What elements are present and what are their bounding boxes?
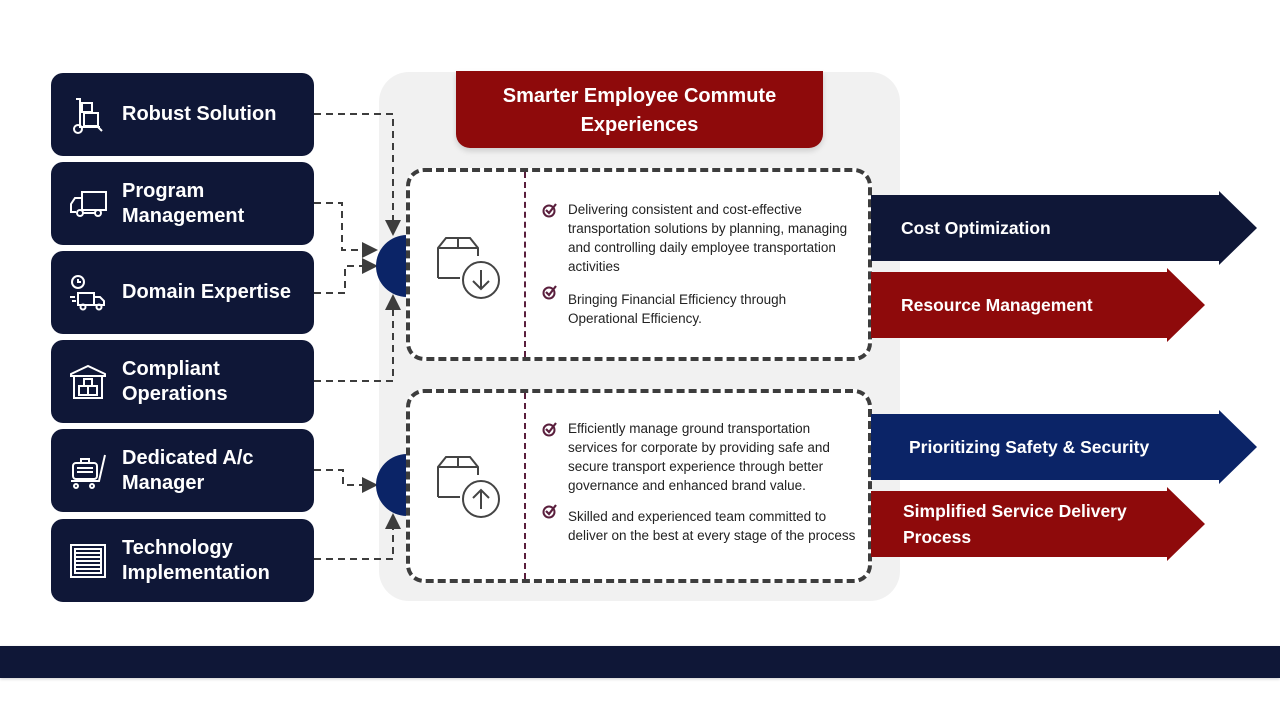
card-divider [524,172,526,357]
outcome-service-delivery: Simplified Service Delivery Process [871,487,1205,561]
card-divider [524,393,526,579]
outcome-label: Cost Optimization [901,218,1051,238]
fast-delivery-clock-icon [70,274,105,310]
check-circle-icon [542,203,557,218]
item-compliant-operations: Compliant Operations [51,340,314,423]
diagram-title: Smarter Employee Commute Experiences [456,71,823,148]
arrow-shape [871,410,1257,484]
item-program-management: Program Management [51,162,314,245]
outcome-safety-security: Prioritizing Safety & Security [871,410,1257,484]
check-circle-icon [542,285,557,300]
item-label: Domain Expertise [122,281,291,303]
item-domain-expertise: Domain Expertise [51,251,314,334]
item-label: Program Management [122,179,245,227]
delivery-truck-icon [70,190,107,217]
bullet-list: Delivering consistent and cost-effective… [542,200,858,334]
item-technology-implementation: Technology Implementation [51,519,314,602]
bullet-item: Bringing Financial Efficiency through Op… [542,282,858,328]
bullet-text: Delivering consistent and cost-effective… [568,202,848,274]
arrow-shape [871,191,1257,265]
bullet-item: Efficiently manage ground transportation… [542,419,858,495]
connector-dedicated-manager [314,469,378,493]
outcome-label: Prioritizing Safety & Security [909,437,1150,457]
bullet-text: Bringing Financial Efficiency through Op… [568,292,787,326]
connector-program-management [314,202,378,258]
card-cost-resource: Delivering consistent and cost-effective… [406,168,872,361]
luggage-cart-icon [71,454,106,489]
item-robust-solution: Robust Solution [51,73,314,156]
bullet-item: Skilled and experienced team committed t… [542,501,858,545]
bullet-text: Efficiently manage ground transportation… [568,421,830,493]
outcome-label: Simplified Service Delivery Process [903,501,1127,547]
hand-truck-icon [73,97,103,134]
footer-bar [0,646,1280,678]
crate-icon [70,543,106,578]
bullet-text: Skilled and experienced team committed t… [568,509,856,543]
item-dedicated-manager: Dedicated A/c Manager [51,429,314,512]
item-label: Dedicated A/c Manager [122,446,254,494]
item-label: Robust Solution [122,103,277,125]
outcome-label: Resource Management [901,295,1093,315]
warehouse-icon [70,364,106,399]
outcome-cost-optimization: Cost Optimization [871,191,1257,265]
bullet-list: Efficiently manage ground transportation… [542,419,858,551]
check-circle-icon [542,504,557,519]
arrow-shape [871,487,1205,561]
check-circle-icon [542,422,557,437]
outcome-resource-management: Resource Management [871,268,1205,342]
arrow-shape [871,268,1205,342]
item-label: Compliant Operations [122,357,228,405]
box-upload-icon [437,456,500,518]
box-download-icon [437,237,500,299]
card-safety-delivery: Efficiently manage ground transportation… [406,389,872,583]
item-label: Technology Implementation [122,536,270,584]
connector-domain-expertise [314,258,378,294]
bullet-item: Delivering consistent and cost-effective… [542,200,858,276]
